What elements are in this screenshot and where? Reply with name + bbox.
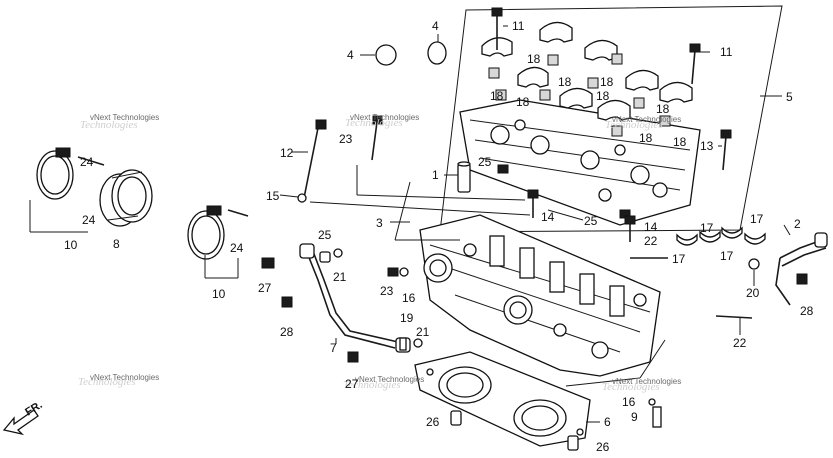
callout-18: 18 [558, 75, 572, 89]
watermark-ghost-2: Technologies [345, 117, 403, 129]
watermark-ghost-4: Technologies [78, 376, 136, 388]
callout-18: 18 [596, 89, 610, 103]
callout-28: 28 [280, 325, 294, 339]
callout-9: 9 [631, 410, 638, 424]
callout-27: 27 [258, 281, 272, 295]
callout-25: 25 [318, 228, 332, 242]
dowel-pins [450, 410, 579, 451]
callout-4: 4 [347, 48, 354, 62]
callout-11: 11 [512, 19, 525, 33]
callout-27: 27 [345, 377, 359, 391]
callout-17: 17 [750, 212, 764, 226]
watermark-6: vNext Technologies [612, 377, 681, 386]
watermark-ghost-5: Technologies [343, 379, 401, 391]
callout-18: 18 [673, 135, 687, 149]
holder-bolts [491, 7, 732, 171]
watermark-2: vNext Technologies [350, 113, 419, 122]
watermark-ghost-1: Technologies [80, 119, 138, 131]
carburetor-insulator [99, 169, 153, 227]
callout-28: 28 [800, 304, 814, 318]
callout-3: 3 [376, 216, 383, 230]
watermark-4: vNext Technologies [90, 373, 159, 382]
callout-7: 7 [330, 341, 337, 355]
rocker-arm-caps [481, 21, 693, 137]
camshaft-holder-base [459, 99, 701, 226]
callout-13: 13 [700, 139, 714, 153]
bearing-shells [676, 226, 766, 246]
callout-22: 22 [733, 336, 747, 350]
callout-22: 22 [644, 234, 658, 248]
callout-26: 26 [426, 415, 440, 429]
callout-25: 25 [584, 214, 598, 228]
callout-18: 18 [516, 95, 530, 109]
callout-14: 14 [644, 220, 658, 234]
callout-18: 18 [639, 131, 653, 145]
callout-5: 5 [786, 90, 793, 104]
callout-15: 15 [266, 189, 280, 203]
part-1-sleeve [457, 161, 471, 193]
callout-4: 4 [432, 19, 439, 33]
watermark-ghost-6: Technologies [602, 381, 660, 393]
callout-16: 16 [402, 291, 416, 305]
callout-18: 18 [600, 75, 614, 89]
callout-25: 25 [478, 155, 492, 169]
callout-24: 24 [80, 155, 94, 169]
callout-19: 19 [400, 311, 414, 325]
cylinder-head-gasket [414, 351, 591, 447]
callout-10: 10 [64, 238, 78, 252]
sealing-plugs [375, 41, 447, 66]
watermark-ghost-3: Technologies [605, 119, 663, 131]
callout-24: 24 [82, 213, 96, 227]
watermarks: Technologies vNext Technologies Technolo… [78, 113, 681, 393]
oil-pipe-7 [299, 243, 411, 353]
watermark-3: vNext Technologies [612, 115, 681, 124]
callout-16: 16 [622, 395, 636, 409]
callout-20: 20 [746, 286, 760, 300]
callout-11: 11 [720, 45, 733, 59]
callout-23: 23 [380, 284, 394, 298]
callout-21: 21 [333, 270, 347, 284]
callout-18: 18 [490, 89, 504, 103]
callout-17: 17 [720, 249, 734, 263]
cylinder-head [419, 214, 661, 377]
watermark-5: vNext Technologies [355, 375, 424, 384]
callout-17: 17 [700, 221, 714, 235]
callout-8: 8 [113, 237, 120, 251]
watermark-1: vNext Technologies [90, 113, 159, 122]
callout-2: 2 [794, 217, 801, 231]
callout-21: 21 [416, 325, 430, 339]
callout-1: 1 [432, 168, 439, 182]
callout-18: 18 [527, 52, 541, 66]
callout-14: 14 [541, 210, 555, 224]
callout-10: 10 [212, 287, 226, 301]
callout-18: 18 [656, 102, 670, 116]
callout-26: 26 [596, 440, 610, 454]
insulator-bands [36, 147, 249, 260]
studs-and-bolts [261, 115, 808, 428]
callout-23: 23 [339, 132, 353, 146]
callout-numbers: 11 4 4 11 5 13 18 18 18 18 18 18 18 18 1… [64, 19, 814, 454]
leader-lines [29, 25, 791, 423]
oil-pipe-2 [775, 232, 828, 306]
callout-12: 12 [280, 146, 294, 160]
callout-17: 17 [672, 252, 686, 266]
front-direction-arrow: FR. [2, 399, 45, 436]
callout-24: 24 [230, 241, 244, 255]
callout-6: 6 [604, 415, 611, 429]
